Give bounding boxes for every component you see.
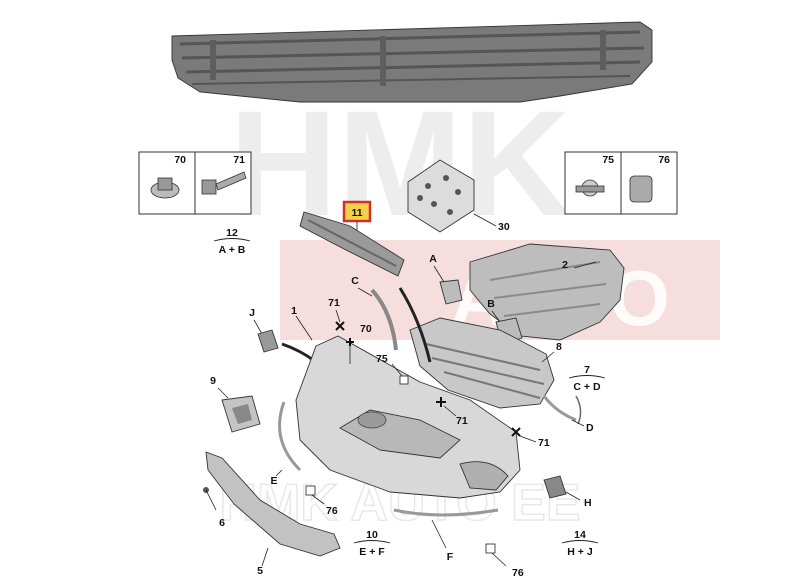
callout-e: E	[270, 475, 277, 487]
callout-71c: 71	[538, 437, 550, 449]
group-7-num: 7	[584, 364, 590, 376]
bracket-a-part: A	[429, 253, 463, 305]
fastener-box-right: 75 76	[564, 151, 678, 215]
callout-70: 70	[360, 323, 372, 335]
callout-6: 6	[219, 517, 225, 529]
marker-71-right: 71	[436, 397, 468, 427]
bracket-h-part: H	[543, 475, 592, 509]
box-label-70: 70	[174, 154, 186, 166]
grommet-icon	[629, 175, 653, 203]
lower-reinforcement-part	[299, 211, 405, 277]
callout-8: 8	[556, 341, 562, 353]
bracket-j-part: J	[249, 307, 317, 364]
screw-icon	[201, 179, 217, 195]
clip-part-6: 6	[203, 487, 225, 529]
box-label-75: 75	[602, 154, 614, 166]
trim-d-part: D	[542, 395, 594, 434]
group-14-num: 14	[574, 529, 586, 541]
callout-c: C	[351, 275, 359, 287]
callout-f: F	[447, 551, 454, 563]
callout-5: 5	[257, 565, 263, 577]
callout-2: 2	[562, 259, 568, 271]
watermark-top: HMK	[229, 79, 571, 247]
group-14: 14 H + J	[561, 529, 599, 558]
fastener-box-left: 70 71	[138, 151, 252, 215]
group-14-sub: H + J	[567, 546, 593, 558]
group-10: 10 E + F	[353, 529, 391, 558]
callout-h: H	[584, 497, 592, 509]
callout-j: J	[249, 307, 255, 319]
marker-75: 75	[376, 353, 409, 385]
highlight-label-11: 11	[351, 207, 362, 219]
marker-70: 70	[346, 323, 372, 364]
callout-d: D	[586, 422, 594, 434]
callout-71b: 71	[456, 415, 468, 427]
bumper-cover-part-1: 1	[291, 305, 521, 499]
callout-a: A	[429, 253, 437, 265]
callout-76a: 76	[326, 505, 338, 517]
callout-b: B	[487, 298, 495, 310]
box-label-71: 71	[233, 154, 245, 166]
group-10-sub: E + F	[359, 546, 385, 558]
group-7: 7 C + D	[568, 364, 606, 393]
marker-71-far-right: 71	[511, 427, 550, 449]
callout-9: 9	[210, 375, 216, 387]
callout-75: 75	[376, 353, 388, 365]
callout-1: 1	[291, 305, 297, 317]
box-label-76: 76	[658, 154, 670, 166]
fixing-kit-part: 30	[407, 159, 510, 233]
strip-f-part: F	[393, 508, 499, 563]
group-7-sub: C + D	[573, 381, 601, 393]
group-12-sub: A + B	[219, 244, 246, 256]
marker-71-top: 71	[328, 297, 345, 331]
impact-beam-part	[171, 21, 653, 103]
absorber-part-2: 2	[469, 243, 625, 341]
spoiler-part-5: 5	[205, 451, 341, 577]
callout-71a: 71	[328, 297, 340, 309]
group-12-num: 12	[226, 227, 238, 239]
group-12: 12 A + B	[213, 227, 251, 256]
lip-e-part: E	[270, 401, 302, 487]
marker-76-a: 76	[305, 485, 338, 517]
emblem-part-9: 9	[210, 375, 261, 433]
grille-part-8: 8	[398, 287, 562, 409]
part-11-highlight: 11	[342, 200, 372, 236]
marker-76-b: 76	[485, 543, 524, 579]
callout-76b: 76	[512, 567, 524, 579]
callout-30: 30	[498, 221, 510, 233]
group-10-num: 10	[366, 529, 378, 541]
trim-c-part: C	[351, 275, 398, 351]
